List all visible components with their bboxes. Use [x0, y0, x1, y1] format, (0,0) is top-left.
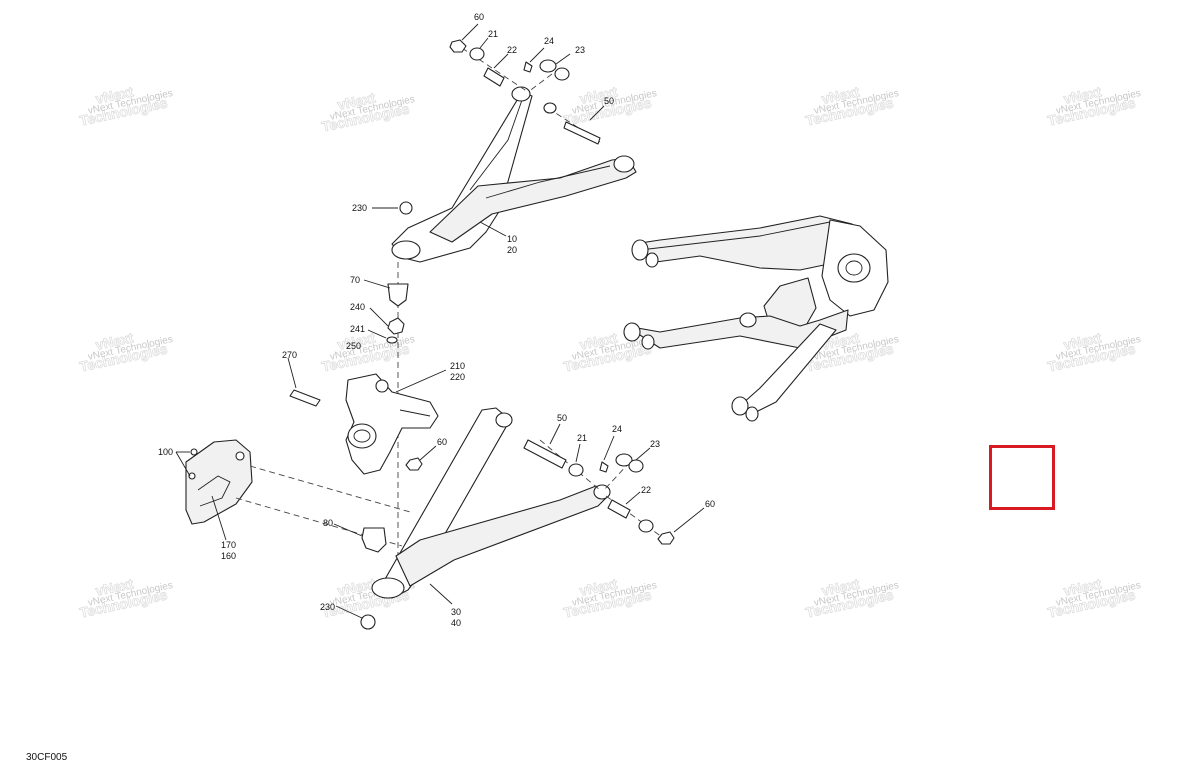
callout-21[interactable]: 21 — [488, 29, 498, 39]
callout-labels: 60 21 22 24 23 50 230 10 20 70 240 241 2… — [158, 12, 715, 628]
selection-highlight-box[interactable] — [989, 445, 1055, 510]
callout-50[interactable]: 50 — [604, 96, 614, 106]
callout-20[interactable]: 20 — [507, 245, 517, 255]
ring-230b-icon[interactable] — [360, 614, 376, 630]
assembled-suspension[interactable] — [623, 215, 889, 422]
sleeve-22-icon[interactable] — [483, 67, 505, 87]
callout-160[interactable]: 160 — [221, 551, 236, 561]
callout-22b[interactable]: 22 — [641, 485, 651, 495]
ball-joint-70-icon[interactable] — [387, 283, 409, 307]
watermark: vNext Technologies vNext Technologies — [320, 89, 416, 135]
ring-230-icon[interactable] — [399, 201, 413, 215]
callout-60[interactable]: 60 — [474, 12, 484, 22]
lower-a-arm[interactable] — [360, 407, 611, 630]
callout-230b[interactable]: 230 — [320, 602, 335, 612]
watermark: vNext Technologies vNext Technologies — [1046, 329, 1142, 375]
callout-24[interactable]: 24 — [544, 36, 554, 46]
watermark-layer: vNext Technologies vNext Technologies vN… — [78, 83, 1142, 621]
callout-250[interactable]: 250 — [346, 341, 361, 351]
bolt-50b-icon[interactable] — [523, 439, 567, 469]
watermark: vNext Technologies vNext Technologies — [78, 83, 174, 129]
callout-30[interactable]: 30 — [451, 607, 461, 617]
upper-hardware[interactable] — [399, 39, 601, 215]
bolt-270-icon[interactable] — [289, 389, 321, 407]
ball-joint-80-icon[interactable] — [361, 527, 387, 553]
callout-23b[interactable]: 23 — [650, 439, 660, 449]
bushing-21b-icon[interactable] — [568, 463, 584, 477]
callout-60c[interactable]: 60 — [705, 499, 715, 509]
callout-220[interactable]: 220 — [450, 372, 465, 382]
callout-22[interactable]: 22 — [507, 45, 517, 55]
callout-100[interactable]: 100 — [158, 447, 173, 457]
callout-70[interactable]: 70 — [350, 275, 360, 285]
knuckle[interactable] — [289, 373, 439, 475]
watermark: vNext Technologies vNext Technologies — [562, 575, 658, 621]
nut-60c-icon[interactable] — [657, 531, 675, 545]
callout-50b[interactable]: 50 — [557, 413, 567, 423]
watermark: vNext Technologies vNext Technologies — [804, 575, 900, 621]
callout-230[interactable]: 230 — [352, 203, 367, 213]
leader-lines — [175, 23, 705, 619]
nut-60-icon[interactable] — [449, 39, 467, 53]
screw-100-icon[interactable] — [190, 448, 198, 456]
callout-80[interactable]: 80 — [323, 518, 333, 528]
watermark: vNext Technologies vNext Technologies — [78, 575, 174, 621]
callout-10[interactable]: 10 — [507, 234, 517, 244]
washer-23-icon[interactable] — [539, 59, 557, 73]
sleeve-22b-icon[interactable] — [607, 499, 631, 519]
grease-24b-icon[interactable] — [599, 461, 609, 473]
watermark: vNext Technologies vNext Technologies — [804, 83, 900, 129]
callout-270[interactable]: 270 — [282, 350, 297, 360]
nut-240-icon[interactable] — [387, 317, 405, 335]
callout-241[interactable]: 241 — [350, 324, 365, 334]
callout-40[interactable]: 40 — [451, 618, 461, 628]
washer-23b-icon[interactable] — [615, 453, 633, 467]
callout-23[interactable]: 23 — [575, 45, 585, 55]
callout-24b[interactable]: 24 — [612, 424, 622, 434]
callout-21b[interactable]: 21 — [577, 433, 587, 443]
nut-60b-icon[interactable] — [405, 457, 423, 471]
callout-210[interactable]: 210 — [450, 361, 465, 371]
callout-170[interactable]: 170 — [221, 540, 236, 550]
bushing-21-icon[interactable] — [469, 47, 485, 61]
watermark: vNext Technologies vNext Technologies — [78, 329, 174, 375]
watermark: vNext Technologies vNext Technologies — [1046, 575, 1142, 621]
bolt-50-icon[interactable] — [563, 121, 601, 145]
watermark: vNext Technologies vNext Technologies — [1046, 83, 1142, 129]
lower-hardware[interactable] — [523, 439, 675, 545]
diagram-reference-code: 30CF005 — [26, 752, 68, 763]
callout-240[interactable]: 240 — [350, 302, 365, 312]
upper-a-arm[interactable] — [391, 86, 637, 263]
grease-24-icon[interactable] — [523, 61, 533, 73]
washer-241-icon[interactable] — [386, 336, 398, 344]
callout-60b[interactable]: 60 — [437, 437, 447, 447]
